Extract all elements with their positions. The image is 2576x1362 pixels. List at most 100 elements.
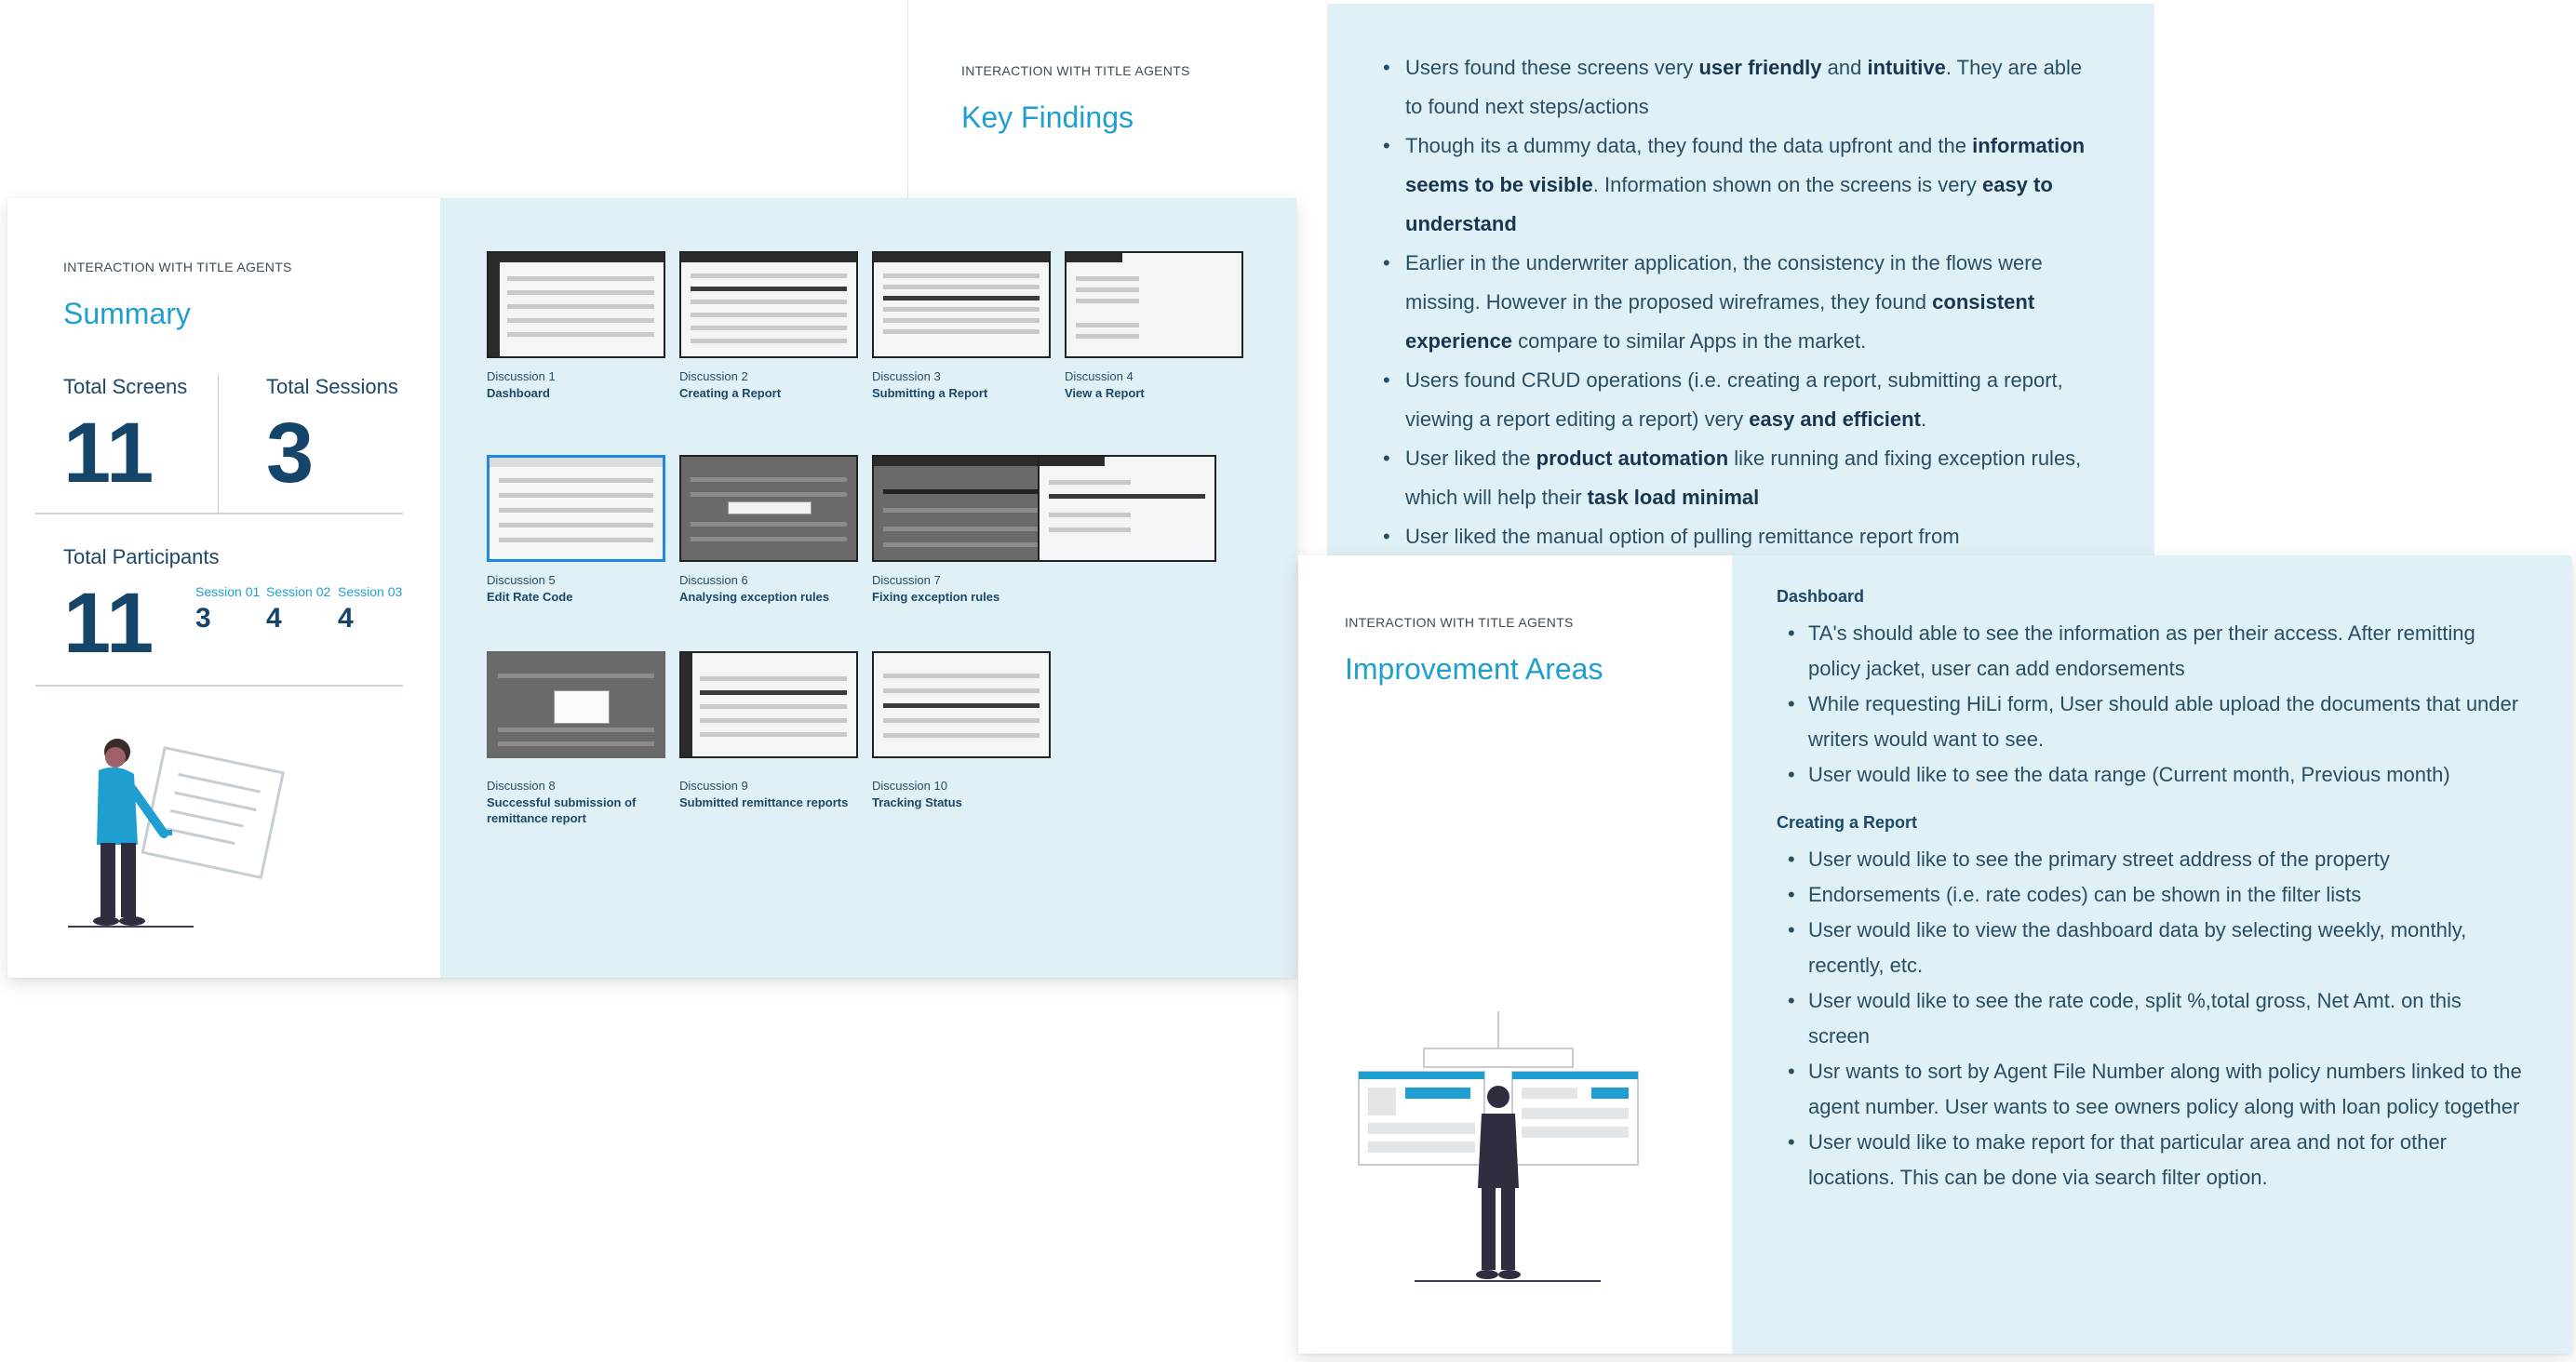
person-with-document-illustration	[68, 739, 286, 928]
discussion-3-number: Discussion 3	[872, 369, 941, 383]
total-screens-value: 11	[63, 406, 154, 501]
discussion-5-title: Edit Rate Code	[487, 590, 573, 604]
discussion-10-number: Discussion 10	[872, 779, 947, 793]
list-item: User would like to see the primary stree…	[1777, 842, 2527, 877]
key-finding-emphasis: easy and efficient	[1749, 407, 1921, 431]
total-sessions-value: 3	[266, 406, 315, 501]
key-finding-text: . Information shown on the screens is ve…	[1592, 173, 1982, 196]
discussion-9-number: Discussion 9	[679, 779, 748, 793]
improvement-eyebrow: INTERACTION WITH TITLE AGENTS	[1345, 615, 1574, 630]
discussion-8-thumbnail[interactable]	[487, 651, 665, 758]
list-item: TA's should able to see the information …	[1777, 616, 2527, 687]
discussion-1-number: Discussion 1	[487, 369, 556, 383]
list-item: User would like to see the data range (C…	[1777, 757, 2527, 793]
discussion-7a-thumbnail[interactable]	[872, 455, 1051, 562]
discussion-8-number: Discussion 8	[487, 779, 556, 793]
session-value: 3	[195, 603, 211, 634]
discussion-8-title: Successful submission of remittance repo…	[487, 795, 637, 825]
dashboard-improvement-list: TA's should able to see the information …	[1777, 616, 2527, 793]
discussion-2-title: Creating a Report	[679, 386, 782, 400]
key-finding-text: like running and fixing exception rules,…	[1405, 447, 2082, 509]
improvement-areas-panel: Dashboard TA's should able to see the in…	[1732, 555, 2571, 1354]
key-finding-text: .	[1920, 407, 1927, 431]
key-findings-eyebrow: INTERACTION WITH TITLE AGENTS	[961, 63, 1190, 78]
creating-report-improvement-list: User would like to see the primary stree…	[1777, 842, 2527, 1195]
key-finding-text: compare to similar Apps in the market.	[1511, 329, 1867, 353]
discussion-6-number: Discussion 6	[679, 573, 748, 587]
discussion-5-thumbnail[interactable]	[487, 455, 665, 562]
total-sessions-stat: Total Sessions 3	[266, 375, 415, 496]
total-participants-stat: Total Participants 11	[63, 545, 220, 666]
key-finding-text: Users found CRUD operations (i.e. creati…	[1405, 368, 2063, 431]
key-finding-emphasis: task load minimal	[1587, 486, 1760, 509]
list-item: User would like to see the rate code, sp…	[1777, 983, 2527, 1054]
key-finding-emphasis: information seems to be visible	[1405, 134, 2086, 196]
key-finding-text: User liked the	[1405, 447, 1536, 470]
key-finding-emphasis: product automation	[1536, 447, 1729, 470]
session-2-stat: Session 02 4	[266, 584, 330, 634]
discussion-7b-thumbnail[interactable]	[1038, 455, 1216, 562]
discussion-9-thumbnail[interactable]	[679, 651, 858, 758]
dashboard-heading: Dashboard	[1777, 587, 1865, 606]
total-sessions-label: Total Sessions	[266, 375, 398, 398]
list-item: Endorsements (i.e. rate codes) can be sh…	[1777, 877, 2527, 913]
key-finding-emphasis: consistent experience	[1405, 290, 2035, 353]
person-viewing-screens-illustration	[1358, 1011, 1639, 1282]
discussion-10-title: Tracking Status	[872, 795, 962, 809]
improvement-areas-header: INTERACTION WITH TITLE AGENTS Improvemen…	[1298, 555, 1732, 1354]
session-label: Session 01	[195, 584, 261, 599]
session-1-stat: Session 01 3	[195, 584, 260, 634]
total-screens-stat: Total Screens 11	[63, 375, 217, 496]
key-finding-text: User liked the manual option of pulling …	[1405, 525, 1960, 548]
key-finding-text: Users found these screens very	[1405, 56, 1699, 79]
stats-divider-2	[35, 685, 403, 687]
discussion-2-number: Discussion 2	[679, 369, 748, 383]
session-value: 4	[266, 603, 282, 634]
discussion-6-title: Analysing exception rules	[679, 590, 830, 604]
stats-divider-vertical	[218, 375, 219, 514]
session-3-stat: Session 03 4	[338, 584, 402, 634]
discussion-10-thumbnail[interactable]	[872, 651, 1051, 758]
total-participants-label: Total Participants	[63, 545, 220, 568]
key-finding-item: Earlier in the underwriter application, …	[1383, 244, 2099, 361]
discussion-4-title: View a Report	[1065, 386, 1145, 400]
discussion-3-title: Submitting a Report	[872, 386, 988, 400]
summary-stats-panel: INTERACTION WITH TITLE AGENTS Summary To…	[7, 198, 440, 978]
summary-eyebrow: INTERACTION WITH TITLE AGENTS	[63, 260, 292, 274]
discussion-6-thumbnail[interactable]	[679, 455, 858, 562]
discussion-1-thumbnail[interactable]	[487, 251, 665, 358]
discussion-3-thumbnail[interactable]	[872, 251, 1051, 358]
total-participants-value: 11	[63, 576, 154, 671]
list-item: Usr wants to sort by Agent File Number a…	[1777, 1054, 2527, 1125]
discussion-2-thumbnail[interactable]	[679, 251, 858, 358]
session-label: Session 02	[266, 584, 331, 599]
session-label: Session 03	[338, 584, 403, 599]
session-value: 4	[338, 603, 354, 634]
key-finding-item: User liked the manual option of pulling …	[1383, 517, 2099, 556]
discussion-9-title: Submitted remittance reports	[679, 795, 849, 809]
discussion-7-title: Fixing exception rules	[872, 590, 1000, 604]
creating-report-heading: Creating a Report	[1777, 813, 1918, 832]
key-finding-text: and	[1821, 56, 1868, 79]
list-item: User would like to make report for that …	[1777, 1125, 2527, 1195]
key-finding-item: Though its a dummy data, they found the …	[1383, 127, 2099, 244]
improvement-areas-slide: INTERACTION WITH TITLE AGENTS Improvemen…	[1298, 555, 2571, 1354]
stats-divider-1	[35, 513, 403, 514]
summary-slide: INTERACTION WITH TITLE AGENTS Summary To…	[7, 198, 1296, 978]
key-findings-list: Users found these screens very user frie…	[1383, 48, 2099, 556]
discussion-4-number: Discussion 4	[1065, 369, 1134, 383]
improvement-title: Improvement Areas	[1345, 652, 1603, 686]
key-finding-text: Earlier in the underwriter application, …	[1405, 251, 2043, 314]
discussion-1-title: Dashboard	[487, 386, 550, 400]
discussion-5-number: Discussion 5	[487, 573, 556, 587]
key-finding-emphasis: intuitive	[1867, 56, 1946, 79]
discussion-4-thumbnail[interactable]	[1065, 251, 1243, 358]
key-findings-title: Key Findings	[961, 100, 1134, 134]
key-finding-text: Though its a dummy data, they found the …	[1405, 134, 1973, 157]
summary-title: Summary	[63, 297, 191, 330]
key-finding-item: User liked the product automation like r…	[1383, 439, 2099, 517]
total-screens-label: Total Screens	[63, 375, 188, 398]
key-finding-text: . They are able to found next steps/acti…	[1405, 56, 2083, 118]
list-item: User would like to view the dashboard da…	[1777, 913, 2527, 983]
discussions-grid: Discussion 1 Dashboard Discussion 2 Crea…	[440, 198, 1296, 978]
